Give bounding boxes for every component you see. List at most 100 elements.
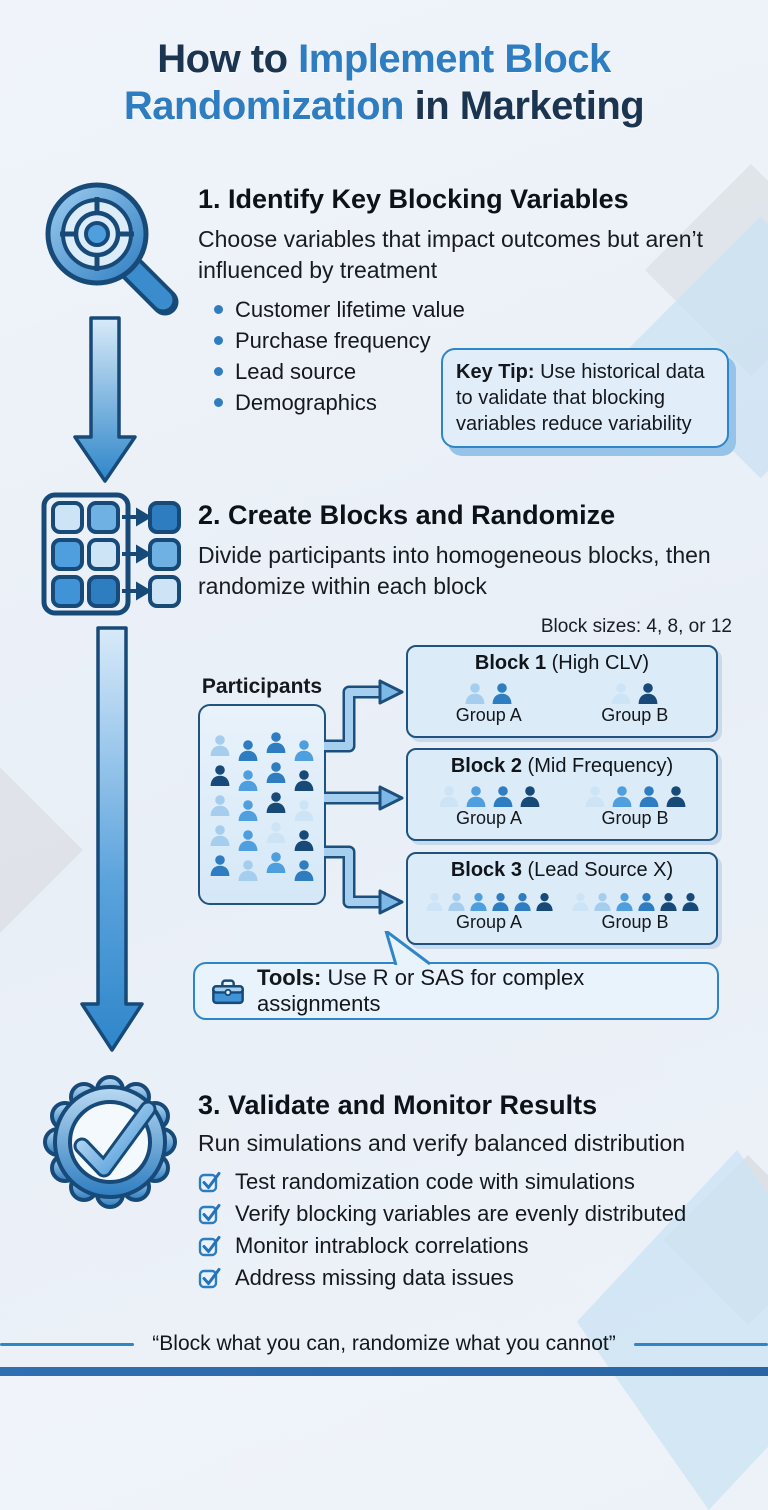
checkbox-checked-icon	[198, 1204, 221, 1225]
key-tip-callout: Key Tip: Use historical data to validate…	[441, 348, 729, 448]
quote-text: “Block what you can, randomize what you …	[152, 1332, 616, 1355]
person-icon	[210, 794, 230, 816]
bullet-label: Purchase frequency	[235, 327, 431, 353]
person-icon	[210, 764, 230, 786]
participants-label: Participants	[201, 675, 323, 698]
person-icon	[294, 799, 314, 821]
bullet-item: Purchase frequency	[214, 325, 465, 356]
footer-quote: “Block what you can, randomize what you …	[0, 1332, 768, 1356]
key-tip-text: Use historical data to validate that blo…	[456, 361, 705, 435]
bullet-label: Lead source	[235, 358, 357, 384]
block-1-card: Block 1 (High CLV) Group A Group B	[406, 645, 718, 738]
block-qualifier: (Mid Frequency)	[522, 755, 674, 777]
person-icon	[425, 893, 443, 911]
checklist-label: Test randomization code with simulations	[235, 1169, 635, 1194]
person-icon	[639, 786, 658, 807]
checkbox-checked-icon	[198, 1268, 221, 1289]
person-icon	[238, 799, 258, 821]
group-b-label: Group B	[601, 705, 669, 725]
verified-badge-icon	[43, 1075, 177, 1209]
person-icon	[294, 739, 314, 761]
section3-body: Run simulations and verify balanced dist…	[198, 1130, 686, 1156]
block-qualifier: (Lead Source X)	[521, 859, 674, 881]
person-icon	[491, 893, 509, 911]
person-icon	[238, 859, 258, 881]
block-2-group-a: Group A	[437, 780, 542, 829]
tools-label: Tools:	[257, 965, 322, 990]
person-icon	[266, 731, 286, 753]
checklist-label: Address missing data issues	[235, 1265, 514, 1290]
block-sizes-note: Block sizes: 4, 8, or 12	[540, 616, 732, 637]
block-name: Block 2	[450, 755, 522, 777]
checkbox-checked-icon	[198, 1172, 221, 1193]
section3-heading: 3. Validate and Monitor Results	[198, 1090, 598, 1120]
block-2-title: Block 2 (Mid Frequency)	[416, 755, 708, 778]
person-icon	[666, 786, 685, 807]
quote-divider-left	[0, 1342, 135, 1346]
block-2-card: Block 2 (Mid Frequency) Group A Group B	[406, 748, 718, 841]
quote-divider-right	[633, 1342, 768, 1346]
bullet-item: Customer lifetime value	[214, 294, 465, 325]
toolbox-icon	[212, 978, 244, 1004]
tools-text: Tools: Use R or SAS for complex assignme…	[257, 965, 701, 1017]
person-icon	[638, 683, 658, 704]
bullet-item: Lead source	[214, 356, 465, 387]
person-icon	[615, 893, 633, 911]
title-part-3: in Marketing	[403, 84, 645, 129]
tools-callout-pointer	[384, 931, 431, 965]
person-icon	[465, 683, 485, 704]
person-icon	[238, 739, 258, 761]
person-icon	[637, 893, 655, 911]
block-name: Block 1	[474, 652, 547, 674]
section2-heading: 2. Create Blocks and Randomize	[198, 500, 616, 530]
checklist-item: Address missing data issues	[198, 1262, 686, 1294]
person-icon	[469, 893, 487, 911]
block-3-title: Block 3 (Lead Source X)	[416, 859, 708, 882]
group-a-label: Group A	[455, 912, 523, 932]
title-part-1: How to	[157, 37, 299, 81]
person-icon	[266, 821, 286, 843]
flow-arrow-down-1	[73, 316, 137, 483]
section1-body: Choose variables that impact outcomes bu…	[198, 226, 703, 283]
bullet-label: Demographics	[235, 389, 377, 415]
checklist-item: Verify blocking variables are evenly dis…	[198, 1198, 686, 1230]
deco-chevron-left	[0, 765, 83, 935]
person-icon	[659, 893, 677, 911]
block-1-title: Block 1 (High CLV)	[416, 652, 708, 675]
person-icon	[466, 786, 485, 807]
tools-description: Use R or SAS for complex assignments	[257, 965, 585, 1016]
section2-body: Divide participants into homogeneous blo…	[198, 542, 711, 599]
block-name: Block 3	[450, 859, 522, 881]
person-icon	[612, 786, 631, 807]
group-b-label: Group B	[601, 808, 669, 828]
checklist-item: Monitor intrablock correlations	[198, 1230, 686, 1262]
person-icon	[513, 893, 531, 911]
checklist-label: Verify blocking variables are evenly dis…	[235, 1201, 687, 1226]
block-3-card: Block 3 (Lead Source X) Group A Group B	[406, 852, 718, 945]
checkbox-checked-icon	[198, 1236, 221, 1257]
flow-connectors	[324, 679, 404, 915]
person-icon	[439, 786, 458, 807]
person-icon	[611, 683, 631, 704]
person-icon	[294, 769, 314, 791]
person-icon	[493, 786, 512, 807]
bullet-label: Customer lifetime value	[235, 296, 465, 322]
block-3-group-b: Group B	[570, 884, 701, 933]
person-icon	[210, 824, 230, 846]
title-part-accent: Implement Block Randomization	[123, 37, 611, 129]
person-icon	[593, 893, 611, 911]
checklist-item: Test randomization code with simulations	[198, 1166, 686, 1198]
footer-bar	[0, 1367, 768, 1376]
person-icon	[238, 829, 258, 851]
group-a-label: Group A	[455, 705, 522, 725]
magnifier-target-icon	[45, 182, 179, 316]
block-1-group-b: Group B	[601, 677, 668, 726]
person-icon	[447, 893, 465, 911]
block-2-group-b: Group B	[583, 780, 688, 829]
page-title: How to Implement Block Randomization in …	[0, 36, 768, 130]
section1-bullet-list: Customer lifetime value Purchase frequen…	[214, 294, 465, 418]
section3-checklist: Test randomization code with simulations…	[198, 1166, 686, 1294]
tools-callout: Tools: Use R or SAS for complex assignme…	[193, 962, 719, 1020]
block-1-group-a: Group A	[456, 677, 522, 726]
checklist-label: Monitor intrablock correlations	[235, 1233, 529, 1258]
